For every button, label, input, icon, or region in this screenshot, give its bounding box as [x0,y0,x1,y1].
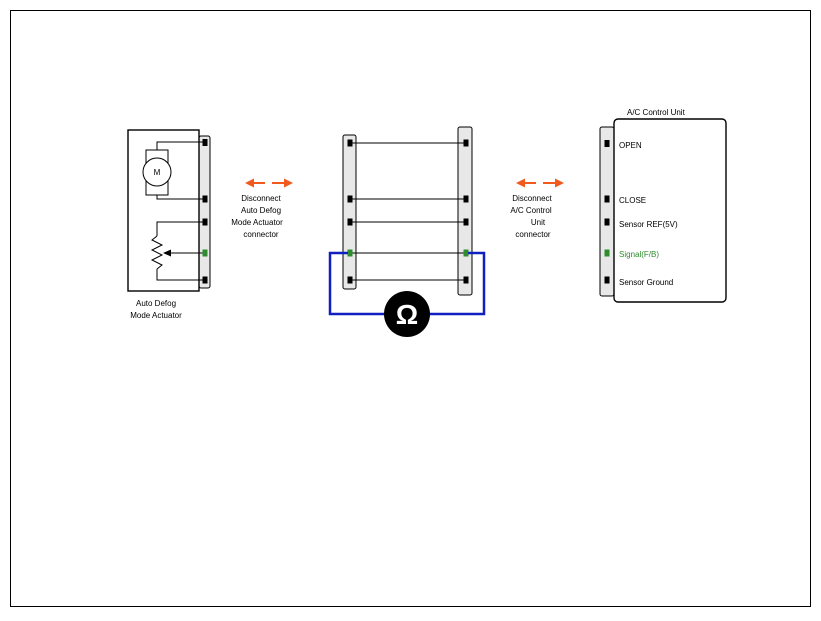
left-note-line-2: Auto Defog [241,206,281,215]
right-note-line-3: Unit [531,218,546,227]
cu-pin-signal [604,249,610,257]
resistor-icon [150,235,164,270]
harness-left-pin-signal [347,249,353,257]
harness-right-pin-1 [463,139,469,147]
control-unit-body [613,118,727,303]
diagram-frame [10,10,811,607]
harness-left-connector [342,134,357,290]
left-note-line-3: Mode Actuator [231,218,283,227]
control-unit-connector-strip [599,126,615,297]
probe-wire-right [430,251,486,316]
actuator-pin-signal [202,249,208,257]
harness-left-pin-1 [347,139,353,147]
right-arrow-head-left-icon [516,178,525,188]
right-note-line-2: A/C Control [510,206,552,215]
motor-label: M [154,168,161,177]
cu-pin-sensor-ref [604,218,610,226]
left-note-line-1: Disconnect [241,194,281,203]
harness-right-connector [457,126,473,296]
cu-label-open: OPEN [619,141,642,150]
ac-control-unit: A/C Control Unit OPEN CLOSE Sensor REF(5… [599,108,727,303]
cu-pin-close [604,195,610,203]
left-arrow-head-left-icon [245,178,254,188]
left-disconnect-note: Disconnect Auto Defog Mode Actuator conn… [231,178,293,239]
right-note-line-1: Disconnect [512,194,552,203]
cu-label-sensor-ref: Sensor REF(5V) [619,220,678,229]
ohm-symbol: Ω [396,299,418,330]
cu-label-sensor-ground: Sensor Ground [619,278,673,287]
cu-label-signal: Signal(F/B) [619,250,659,259]
actuator-connector-strip [198,135,211,289]
pot-wire-bottom [156,269,205,281]
right-arrow-head-right-icon [555,178,564,188]
ohmmeter-icon [384,291,430,337]
harness-right-pin-signal [463,249,469,257]
harness-right-pin-5 [463,276,469,284]
actuator-pin-1 [202,139,208,146]
left-arrow-head-right-icon [284,178,293,188]
control-unit-title: A/C Control Unit [627,108,686,117]
harness-left-pin-3 [347,218,353,226]
actuator-label-line-1: Auto Defog [136,299,176,308]
pot-wire-top [156,221,205,236]
actuator-pin-5 [202,276,208,284]
test-harness: Ω [328,126,486,337]
cu-pin-open [604,140,610,147]
cu-label-close: CLOSE [619,196,646,205]
wiper-arrow-icon [163,249,171,257]
actuator-body [127,129,200,292]
actuator-label-line-2: Mode Actuator [130,311,182,320]
harness-right-pin-2 [463,195,469,203]
motor-icon [142,157,172,187]
harness-right-pin-3 [463,218,469,226]
left-note-line-4: connector [243,230,278,239]
motor-wire-top [156,141,205,150]
probe-wire-left [328,251,385,316]
auto-defog-actuator: M Auto Defog Mode Actuator [127,129,211,320]
harness-left-pin-5 [347,276,353,284]
motor-wire-bottom [156,195,205,200]
right-note-line-4: connector [515,230,550,239]
actuator-pin-3 [202,218,208,226]
cu-pin-sensor-ground [604,276,610,284]
right-disconnect-note: Disconnect A/C Control Unit connector [510,178,564,239]
actuator-pin-2 [202,195,208,203]
harness-left-pin-2 [347,195,353,203]
